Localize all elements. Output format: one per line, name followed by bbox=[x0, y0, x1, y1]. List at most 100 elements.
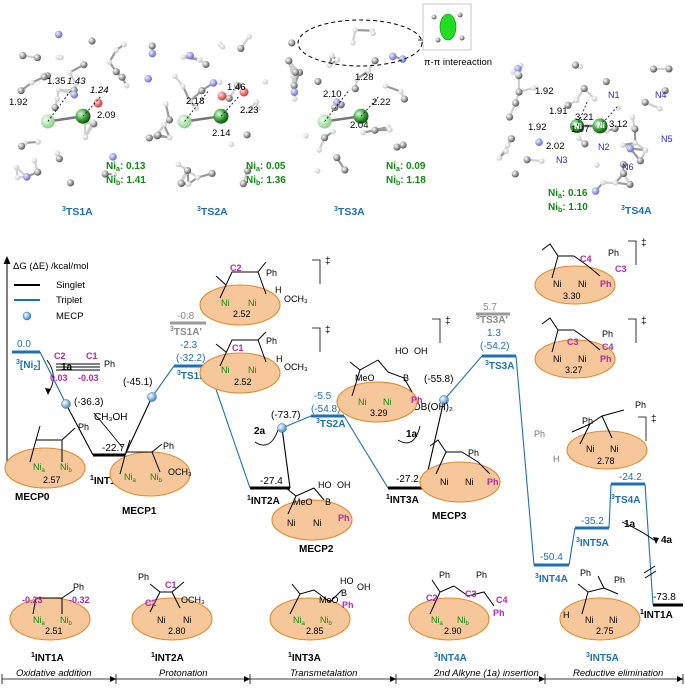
reagents: 1a CH₃OH 2a 1a MeOB(OH)₂ 1a 4a C2 C1 Ph … bbox=[50, 351, 673, 546]
atom bbox=[40, 73, 48, 81]
arrow-methanol bbox=[93, 412, 123, 448]
ts3a-d1: 1.28 bbox=[355, 72, 374, 83]
connector-ts3a-int4a bbox=[515, 355, 535, 566]
mecp0-label: MECP0 bbox=[15, 492, 50, 503]
atom bbox=[371, 57, 379, 65]
atom bbox=[575, 135, 582, 141]
ts1a-spin-b: Nib: 1.41 bbox=[106, 175, 146, 187]
ts2a-d3: 2.23 bbox=[240, 105, 259, 116]
ts1a-ellipse bbox=[199, 352, 281, 394]
mecp2-ni: Ni bbox=[287, 518, 296, 528]
complex-sketch-3 bbox=[215, 331, 267, 367]
atom bbox=[388, 52, 397, 61]
connector-mecp0-int1a bbox=[65, 403, 94, 456]
bottom-int2a: 1INT2A bbox=[151, 652, 184, 664]
ts1a-dd: ‡ bbox=[325, 325, 331, 336]
ts4a-d2: 1.91 bbox=[549, 106, 568, 117]
atom bbox=[66, 69, 73, 76]
ts3a-ph2: Ph bbox=[600, 354, 612, 364]
stage-transmetalation: Transmetalation bbox=[290, 668, 357, 679]
complexes bbox=[4, 243, 648, 641]
atom bbox=[351, 85, 359, 93]
ts3a-dist: 3.27 bbox=[565, 365, 583, 375]
atom bbox=[239, 180, 247, 188]
atom bbox=[314, 77, 322, 86]
mecp3-point bbox=[439, 395, 449, 405]
int4a-b-ph2: Ph bbox=[476, 570, 487, 580]
atom bbox=[510, 69, 516, 75]
atom bbox=[352, 27, 359, 33]
value-int1a: -22.7 bbox=[102, 443, 125, 454]
ts4a-d4: 1.92 bbox=[528, 122, 547, 133]
ts1a-ni2: Ni bbox=[248, 365, 257, 375]
legend-mecp-swatch bbox=[22, 311, 32, 321]
mecp2-ellipse bbox=[271, 499, 353, 541]
label-ts1a-alt: 3TS1A' bbox=[170, 326, 202, 338]
int2a-b-dist: 2.80 bbox=[168, 626, 186, 636]
atom bbox=[350, 40, 356, 46]
int2a-b-ph: Ph bbox=[138, 572, 149, 582]
mecp2-ho: HO bbox=[318, 480, 332, 490]
atom bbox=[58, 54, 64, 61]
atom bbox=[196, 57, 203, 63]
atom bbox=[216, 79, 223, 86]
ts4a-ellipse bbox=[566, 430, 648, 470]
atom bbox=[228, 141, 235, 148]
energy-axis-arrowhead bbox=[3, 256, 11, 264]
atom bbox=[505, 142, 511, 149]
atom bbox=[515, 88, 523, 96]
complex-sketch-0 bbox=[29, 425, 76, 463]
ts1a-ni: Ni bbox=[221, 365, 230, 375]
ts1a-dist: 2.52 bbox=[234, 377, 252, 387]
int4a-b-dist: 2.90 bbox=[444, 626, 462, 636]
atom bbox=[13, 164, 20, 171]
value-int3a: -27.2 bbox=[396, 474, 419, 485]
connector-int5a-ts4a bbox=[608, 483, 612, 529]
ts1a-alt-ni2: Ni bbox=[248, 298, 257, 308]
atom bbox=[243, 167, 252, 175]
int4a-b-c4: C4 bbox=[496, 595, 508, 605]
atom bbox=[320, 134, 329, 142]
stage-oxidative-addition: Oxidative addition bbox=[16, 668, 92, 679]
complex-sketch-12 bbox=[289, 583, 343, 615]
ts1a-d4: 1.92 bbox=[9, 97, 28, 108]
bracket-ts2a bbox=[432, 318, 441, 343]
complex-sketch-7 bbox=[541, 243, 601, 279]
nci-isosurface bbox=[439, 13, 457, 41]
ts4a-c-ph: Ph bbox=[582, 416, 593, 426]
ts4a-c-ph3: Ph bbox=[534, 429, 545, 439]
bottom-complex-texts: -0.23 -0.32 Ph Nia Nib 2.51 Ph C1 C2 OCH… bbox=[22, 568, 625, 636]
atom bbox=[165, 116, 174, 124]
ts3a-d3: 2.22 bbox=[372, 97, 391, 108]
atom bbox=[507, 135, 516, 143]
ts4a-spin-b: Nib: 1.10 bbox=[548, 202, 588, 214]
arrow-1a-second bbox=[397, 425, 421, 444]
pi-pi-label: π-π intereaction bbox=[424, 57, 492, 68]
atom bbox=[89, 119, 96, 125]
atom bbox=[194, 174, 201, 181]
complex-texts: Ph Nia Nib 2.57 C2 Ph H OCH₃ Ni Ni 2.52 … bbox=[33, 238, 657, 528]
ts4a-n5: N5 bbox=[661, 134, 673, 144]
ts1a-d2: 1.43 bbox=[67, 76, 86, 87]
paren-ts3a: (-54.2) bbox=[480, 341, 509, 352]
ts1a-alt-ni: Ni bbox=[221, 298, 230, 308]
energy-values: 0.0 -22.7 -2.3 (-32.2) -0.8 -27.4 -5.5 (… bbox=[17, 302, 676, 603]
arrow-2a bbox=[254, 429, 279, 446]
atom bbox=[233, 81, 242, 90]
mecp0-nib: Nib bbox=[60, 462, 73, 474]
ts3a-spin-b: Nib: 1.18 bbox=[386, 175, 426, 187]
atom bbox=[35, 139, 41, 145]
atom bbox=[581, 140, 589, 148]
atom bbox=[290, 82, 298, 90]
int3a-b-ho: HO bbox=[340, 576, 354, 586]
alkyne-charge-c1: -0.03 bbox=[78, 373, 99, 383]
atom bbox=[121, 41, 127, 48]
bottom-int1a: 1INT1A bbox=[31, 652, 64, 664]
int3a-b-nib: Nib bbox=[320, 615, 333, 627]
atom bbox=[341, 166, 349, 174]
ts3a-alt-c4: C4 bbox=[580, 254, 592, 264]
label-ts1a: 3TS1A bbox=[177, 370, 206, 382]
mecp3-ph: Ph bbox=[468, 448, 479, 458]
int4a-b-c2: C2 bbox=[426, 593, 438, 603]
